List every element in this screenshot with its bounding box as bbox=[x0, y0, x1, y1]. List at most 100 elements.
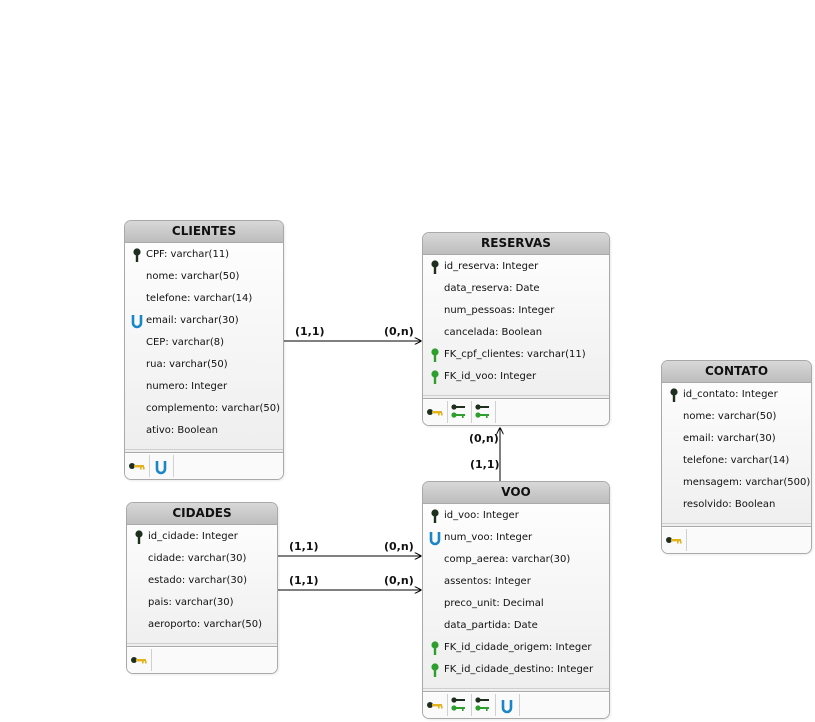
entity-contato[interactable]: CONTATO id_contato: Integer nome: varcha… bbox=[661, 360, 812, 554]
attr-row[interactable]: FK_id_cidade_destino: Integer bbox=[423, 659, 609, 681]
foreign-key-index-icon[interactable] bbox=[447, 694, 472, 716]
attr-label: aeroporto: varchar(50) bbox=[148, 619, 262, 630]
entity-reservas[interactable]: RESERVAS id_reserva: Integer data_reserv… bbox=[422, 232, 610, 426]
entity-title: CLIENTES bbox=[125, 221, 283, 243]
attr-row[interactable]: preco_unit: Decimal bbox=[423, 593, 609, 615]
attr-label: CPF: varchar(11) bbox=[146, 249, 230, 260]
attr-label: data_partida: Date bbox=[444, 620, 538, 631]
index-footer bbox=[662, 523, 811, 553]
attr-row[interactable]: telefone: varchar(14) bbox=[662, 450, 811, 472]
attr-row[interactable]: numero: Integer bbox=[125, 376, 283, 398]
attr-row[interactable]: nome: varchar(50) bbox=[125, 266, 283, 288]
attr-label: num_pessoas: Integer bbox=[444, 305, 555, 316]
attr-label: FK_id_voo: Integer bbox=[444, 371, 537, 382]
attr-row[interactable]: complemento: varchar(50) bbox=[125, 398, 283, 420]
attr-label: ativo: Boolean bbox=[146, 425, 218, 436]
foreign-key-index-icon[interactable] bbox=[471, 401, 496, 423]
attr-label: data_reserva: Date bbox=[444, 283, 540, 294]
foreign-key-index-icon[interactable] bbox=[471, 694, 496, 716]
attr-row[interactable]: resolvido: Boolean bbox=[662, 494, 811, 516]
attr-row[interactable]: email: varchar(30) bbox=[125, 310, 283, 332]
attr-label: id_contato: Integer bbox=[683, 389, 778, 400]
attr-row[interactable]: telefone: varchar(14) bbox=[125, 288, 283, 310]
index-footer bbox=[423, 688, 609, 718]
entity-title: CONTATO bbox=[662, 361, 811, 383]
card-cidades-origem-side: (1,1) bbox=[289, 540, 319, 553]
attr-row[interactable]: data_partida: Date bbox=[423, 615, 609, 637]
key-index-icon[interactable] bbox=[423, 694, 448, 716]
attr-label: resolvido: Boolean bbox=[683, 499, 776, 510]
index-footer bbox=[125, 449, 283, 479]
unique-index-icon[interactable] bbox=[149, 455, 174, 477]
attr-row[interactable]: id_reserva: Integer bbox=[423, 256, 609, 278]
attr-label: email: varchar(30) bbox=[683, 433, 776, 444]
foreign-key-icon bbox=[428, 659, 442, 681]
attr-label: mensagem: varchar(500) bbox=[683, 477, 811, 488]
attr-label: complemento: varchar(50) bbox=[146, 403, 280, 414]
entity-clientes[interactable]: CLIENTES CPF: varchar(11) nome: varchar(… bbox=[124, 220, 284, 480]
attr-label: num_voo: Integer bbox=[444, 532, 533, 543]
attr-row[interactable]: id_contato: Integer bbox=[662, 384, 811, 406]
attr-row[interactable]: estado: varchar(30) bbox=[127, 570, 277, 592]
attr-label: pais: varchar(30) bbox=[148, 597, 234, 608]
foreign-key-index-icon[interactable] bbox=[447, 401, 472, 423]
attr-row[interactable]: cidade: varchar(30) bbox=[127, 548, 277, 570]
attr-row[interactable]: id_cidade: Integer bbox=[127, 526, 277, 548]
attr-label: email: varchar(30) bbox=[146, 315, 239, 326]
attr-label: numero: Integer bbox=[146, 381, 228, 392]
foreign-key-icon bbox=[428, 366, 442, 388]
attr-row[interactable]: nome: varchar(50) bbox=[662, 406, 811, 428]
card-voo-reservas-side: (1,1) bbox=[470, 458, 500, 471]
foreign-key-icon bbox=[428, 344, 442, 366]
key-index-icon[interactable] bbox=[125, 455, 150, 477]
entity-cidades[interactable]: CIDADES id_cidade: Integer cidade: varch… bbox=[126, 502, 278, 674]
entity-title: VOO bbox=[423, 482, 609, 504]
unique-icon bbox=[130, 310, 144, 332]
attr-row[interactable]: cancelada: Boolean bbox=[423, 322, 609, 344]
attr-row[interactable]: num_voo: Integer bbox=[423, 527, 609, 549]
attr-row[interactable]: mensagem: varchar(500) bbox=[662, 472, 811, 494]
key-index-icon[interactable] bbox=[662, 529, 687, 551]
attr-row[interactable]: FK_id_voo: Integer bbox=[423, 366, 609, 388]
card-reservas-voo-side: (0,n) bbox=[469, 432, 499, 445]
attr-label: assentos: Integer bbox=[444, 576, 531, 587]
attr-label: FK_id_cidade_destino: Integer bbox=[444, 664, 594, 675]
attr-label: id_voo: Integer bbox=[444, 510, 519, 521]
attr-label: telefone: varchar(14) bbox=[683, 455, 790, 466]
attr-row[interactable]: CEP: varchar(8) bbox=[125, 332, 283, 354]
primary-key-icon bbox=[132, 526, 146, 548]
attr-row[interactable]: FK_id_cidade_origem: Integer bbox=[423, 637, 609, 659]
attr-row[interactable]: assentos: Integer bbox=[423, 571, 609, 593]
attr-row[interactable]: ativo: Boolean bbox=[125, 420, 283, 442]
attr-label: rua: varchar(50) bbox=[146, 359, 228, 370]
attr-label: nome: varchar(50) bbox=[146, 271, 240, 282]
card-reservas-side: (0,n) bbox=[384, 325, 414, 338]
key-index-icon[interactable] bbox=[423, 401, 448, 423]
card-voo-destino-side: (0,n) bbox=[384, 574, 414, 587]
key-index-icon[interactable] bbox=[127, 649, 152, 671]
attr-row[interactable]: id_voo: Integer bbox=[423, 505, 609, 527]
entity-voo[interactable]: VOO id_voo: Integer num_voo: Integer com… bbox=[422, 481, 610, 719]
attr-label: telefone: varchar(14) bbox=[146, 293, 253, 304]
attr-label: preco_unit: Decimal bbox=[444, 598, 544, 609]
entity-title: CIDADES bbox=[127, 503, 277, 525]
attr-row[interactable]: aeroporto: varchar(50) bbox=[127, 614, 277, 636]
attr-row[interactable]: comp_aerea: varchar(30) bbox=[423, 549, 609, 571]
card-cidades-destino-side: (1,1) bbox=[289, 574, 319, 587]
index-footer bbox=[127, 643, 277, 673]
attr-row[interactable]: CPF: varchar(11) bbox=[125, 244, 283, 266]
entity-title: RESERVAS bbox=[423, 233, 609, 255]
card-voo-origem-side: (0,n) bbox=[384, 540, 414, 553]
attr-label: id_cidade: Integer bbox=[148, 531, 238, 542]
unique-index-icon[interactable] bbox=[495, 694, 520, 716]
attr-row[interactable]: FK_cpf_clientes: varchar(11) bbox=[423, 344, 609, 366]
card-clientes-side: (1,1) bbox=[295, 325, 325, 338]
attr-row[interactable]: email: varchar(30) bbox=[662, 428, 811, 450]
attr-label: cancelada: Boolean bbox=[444, 327, 543, 338]
attr-row[interactable]: data_reserva: Date bbox=[423, 278, 609, 300]
attr-row[interactable]: pais: varchar(30) bbox=[127, 592, 277, 614]
attr-row[interactable]: rua: varchar(50) bbox=[125, 354, 283, 376]
attr-row[interactable]: num_pessoas: Integer bbox=[423, 300, 609, 322]
primary-key-icon bbox=[428, 256, 442, 278]
